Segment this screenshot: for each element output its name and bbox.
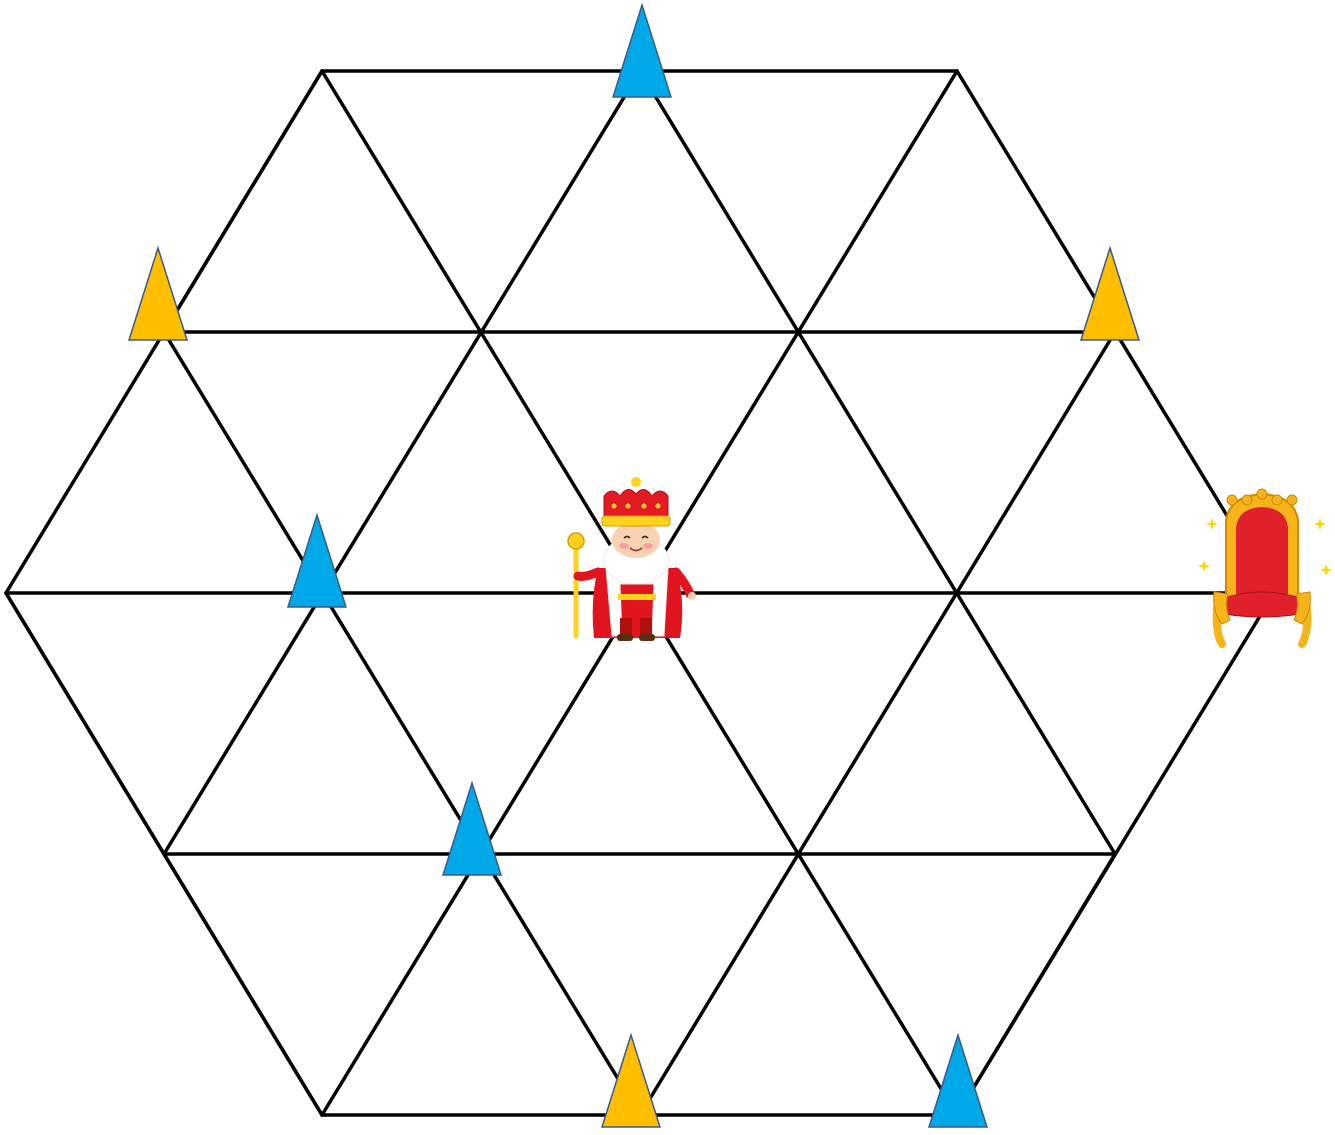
blue-triangle-piece-icon[interactable] [613, 5, 671, 97]
grid-line [164, 332, 640, 1115]
grid-line [164, 854, 322, 1115]
grid-line [640, 71, 1115, 854]
king-icon[interactable] [568, 477, 696, 641]
blue-triangle-piece-icon[interactable] [443, 783, 501, 875]
grid-line [640, 332, 1115, 1115]
grid-line [164, 71, 640, 854]
yellow-triangle-piece-icon[interactable] [1081, 248, 1139, 340]
throne-icon[interactable] [1198, 489, 1332, 644]
yellow-triangle-piece-icon[interactable] [129, 248, 187, 340]
blue-triangle-piece-icon[interactable] [288, 515, 346, 607]
yellow-triangle-piece-icon[interactable] [602, 1035, 660, 1127]
grid-line [957, 854, 1115, 1115]
